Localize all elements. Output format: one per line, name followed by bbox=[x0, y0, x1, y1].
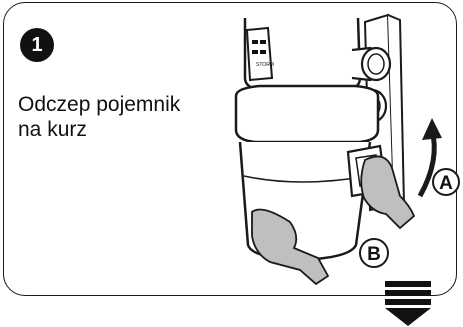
upper-pipe-hole bbox=[368, 54, 384, 74]
right-glove bbox=[361, 156, 414, 228]
callout-b-label: B bbox=[367, 244, 381, 265]
panel-indicator-2 bbox=[260, 40, 266, 44]
panel-label: STORM bbox=[256, 62, 274, 68]
panel-indicator-3 bbox=[252, 50, 258, 54]
rotation-arrow-head bbox=[422, 118, 442, 140]
panel-indicator-4 bbox=[260, 50, 266, 54]
container-rim bbox=[236, 86, 378, 142]
next-step-arrow-icon bbox=[383, 281, 433, 327]
callout-a-label: A bbox=[439, 173, 453, 194]
panel-indicator-1 bbox=[252, 40, 258, 44]
control-panel bbox=[247, 28, 272, 80]
